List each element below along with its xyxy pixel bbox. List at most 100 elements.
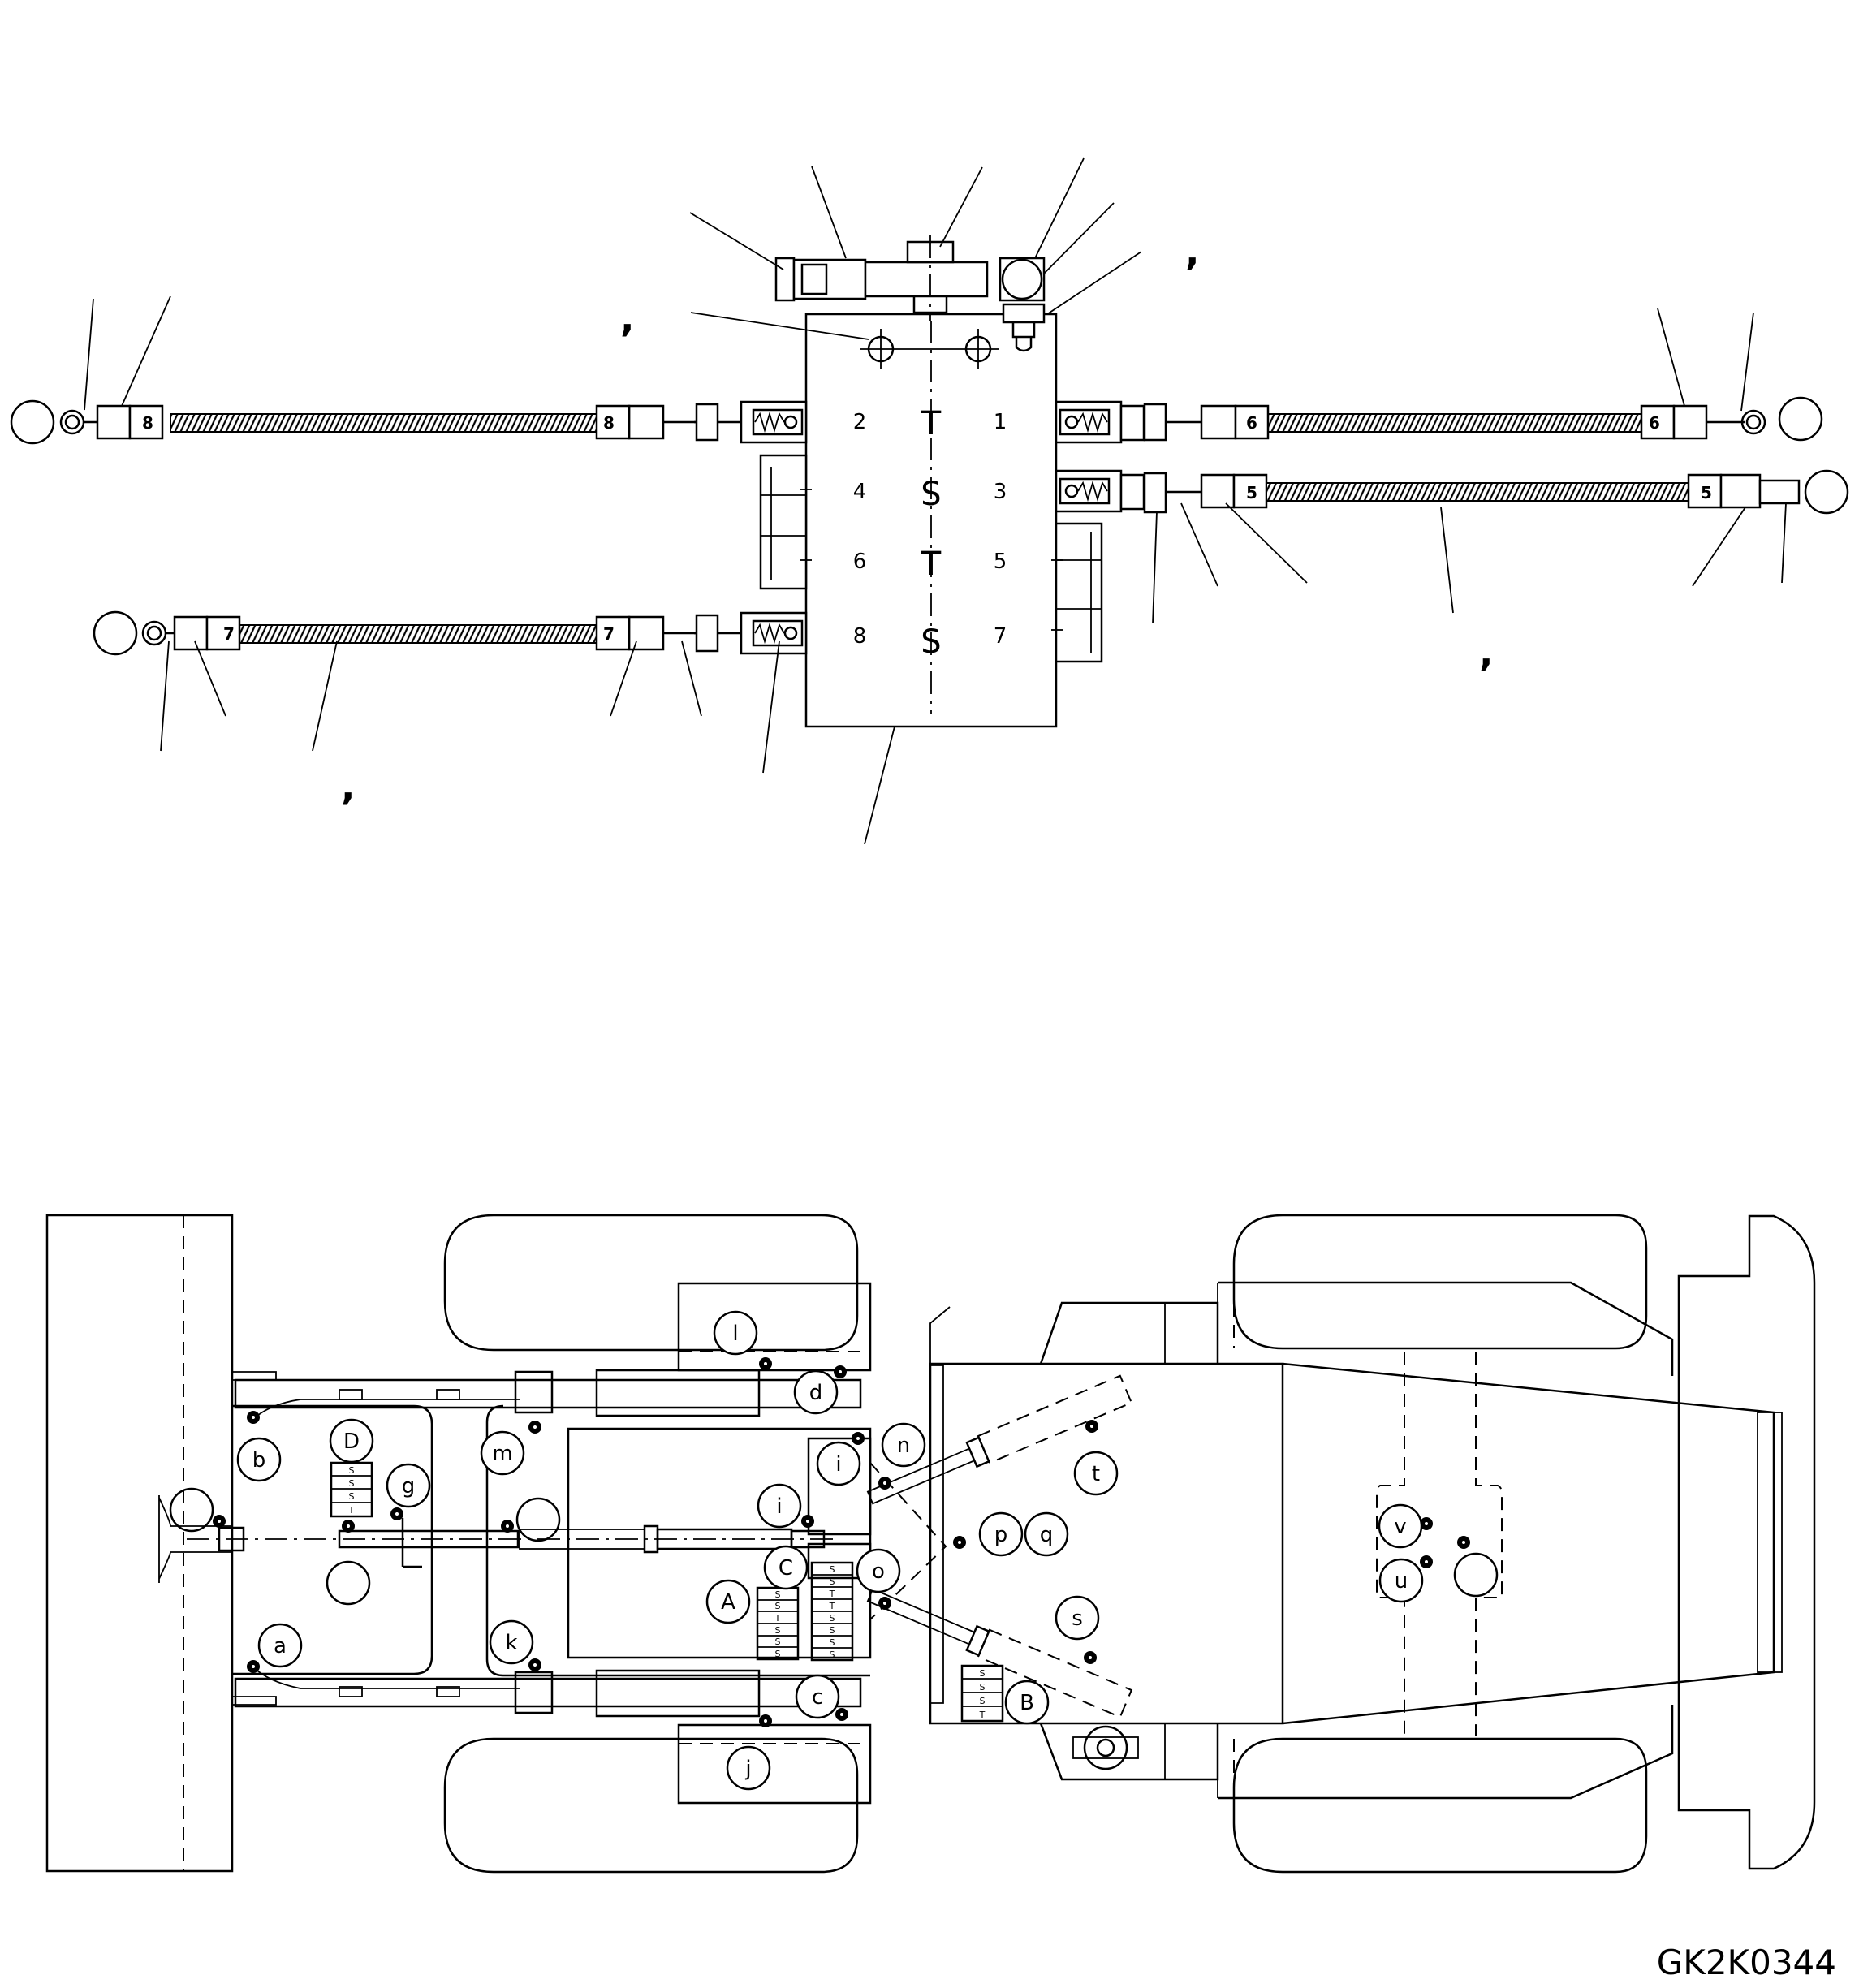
- callout-circle-hose7: [93, 610, 138, 656]
- empty-callouts: [169, 1487, 561, 1606]
- hose-5: [1119, 469, 1849, 624]
- svg-text:o: o: [872, 1559, 885, 1584]
- callout-s: s: [1055, 1595, 1100, 1641]
- comma-mark-4: ,: [341, 765, 355, 809]
- check-valve-3: [1055, 469, 1123, 513]
- dist-D-cell-1: S: [349, 1465, 355, 1476]
- callout-i-upper: i: [816, 1441, 861, 1486]
- dist-A-cell-4: S: [775, 1625, 781, 1636]
- comma-mark-1: ,: [620, 296, 634, 340]
- fitting-label-5b: 5: [1701, 483, 1712, 502]
- svg-text:u: u: [1395, 1569, 1408, 1593]
- counterweight: [1677, 1214, 1816, 1870]
- callout-A: A: [705, 1579, 751, 1624]
- dist-A-cell-2: S: [775, 1601, 781, 1611]
- dist-A-cell-5: S: [775, 1637, 781, 1647]
- distribution-block: [804, 303, 1058, 728]
- callout-r: t: [1073, 1451, 1119, 1496]
- callout-q: q: [1024, 1511, 1069, 1557]
- dist-B-cell-4: T: [979, 1710, 986, 1720]
- svg-text:l: l: [732, 1322, 738, 1346]
- svg-text:m: m: [492, 1442, 512, 1466]
- machine-plan-view: [45, 1214, 1816, 1874]
- callout-n: n: [881, 1422, 926, 1468]
- dist-C-cell-3: T: [829, 1589, 835, 1599]
- callout-i-lower: i: [757, 1483, 802, 1529]
- side-housings: [759, 454, 1103, 663]
- callout-m: m: [480, 1430, 525, 1476]
- block-port-2: 2: [853, 410, 867, 434]
- comma-mark-2: ,: [1185, 230, 1199, 274]
- dist-C-cell-4: T: [829, 1601, 835, 1611]
- separator-marks: , , , ,: [341, 230, 1493, 809]
- callout-B: B: [1004, 1680, 1050, 1725]
- port-ticks: [800, 489, 1063, 631]
- svg-text:k: k: [505, 1631, 517, 1655]
- dist-C-cell-2: S: [830, 1576, 835, 1587]
- hose-7: [93, 610, 895, 845]
- block-glyph-t-top: T: [921, 405, 942, 442]
- block-glyph-t-lower: T: [921, 546, 942, 583]
- comma-mark-3: ,: [1479, 631, 1493, 675]
- dist-A-cell-6: S: [775, 1649, 781, 1659]
- callout-t: u: [1378, 1558, 1424, 1603]
- check-valve-1: [740, 400, 808, 444]
- lower-arm: [234, 1677, 862, 1708]
- callout-circle-hose6: [1778, 396, 1823, 442]
- svg-text:a: a: [274, 1634, 287, 1658]
- callout-l: l: [713, 1310, 758, 1356]
- callout-b: b: [236, 1437, 282, 1482]
- engine-hood: [1282, 1362, 1775, 1725]
- rear-frame: [929, 1362, 1284, 1725]
- fitting-label-6b: 6: [1649, 413, 1660, 433]
- svg-text:d: d: [809, 1381, 823, 1405]
- front-right-wheel: [443, 1737, 859, 1874]
- callout-v: [1453, 1552, 1499, 1598]
- point-callouts: l d n i b D m g t i p q v C o u A s a k …: [236, 1310, 1499, 1791]
- dist-A-cell-3: T: [774, 1613, 781, 1624]
- rear-left-wheel: [1232, 1214, 1648, 1350]
- svg-text:s: s: [1072, 1606, 1083, 1631]
- hose-fitting-labels: 8 8 6 6 5 5 7 7: [142, 413, 1712, 644]
- block-port-1: 1: [994, 410, 1007, 434]
- svg-text:i: i: [835, 1452, 841, 1477]
- svg-text:C: C: [779, 1556, 793, 1580]
- fitting-label-7b: 7: [603, 624, 615, 644]
- distributor-B-block: [960, 1664, 1004, 1723]
- callout-a: a: [257, 1623, 303, 1668]
- block-port-7: 7: [994, 624, 1007, 649]
- svg-text:b: b: [252, 1448, 266, 1473]
- callout-k: k: [489, 1619, 534, 1665]
- svg-text:i: i: [776, 1494, 782, 1519]
- svg-text:D: D: [343, 1430, 360, 1454]
- svg-text:g: g: [402, 1474, 416, 1499]
- upper-arm: [234, 1378, 862, 1409]
- fitting-label-6a: 6: [1246, 413, 1257, 433]
- callout-d: d: [793, 1369, 839, 1415]
- dist-B-cell-3: S: [980, 1696, 986, 1706]
- dist-C-cell-6: S: [830, 1625, 835, 1636]
- block-port-3: 3: [994, 480, 1007, 504]
- dist-D-cell-3: S: [349, 1491, 355, 1502]
- front-left-wheel: [443, 1214, 859, 1352]
- callout-g: g: [386, 1463, 431, 1508]
- dist-C-cell-1: S: [830, 1564, 835, 1575]
- callout-u: v: [1378, 1503, 1423, 1549]
- svg-text:p: p: [994, 1523, 1008, 1547]
- fitting-label-8a: 8: [142, 413, 153, 433]
- check-valve-2: [1055, 400, 1123, 444]
- callout-C: C: [763, 1545, 809, 1590]
- block-port-4: 4: [853, 480, 867, 504]
- svg-text:B: B: [1020, 1691, 1034, 1715]
- callout-j: j: [726, 1745, 771, 1791]
- svg-text:t: t: [1092, 1462, 1100, 1486]
- fitting-label-5a: 5: [1246, 483, 1257, 502]
- callout-p: p: [978, 1511, 1024, 1557]
- callout-c: c: [795, 1674, 840, 1719]
- drawing-code: GK2K0344: [1657, 1943, 1836, 1982]
- check-valve-8: [740, 611, 808, 655]
- block-port-8: 8: [853, 624, 867, 649]
- dist-D-cell-4: T: [348, 1505, 355, 1516]
- fitting-label-8b: 8: [603, 413, 615, 433]
